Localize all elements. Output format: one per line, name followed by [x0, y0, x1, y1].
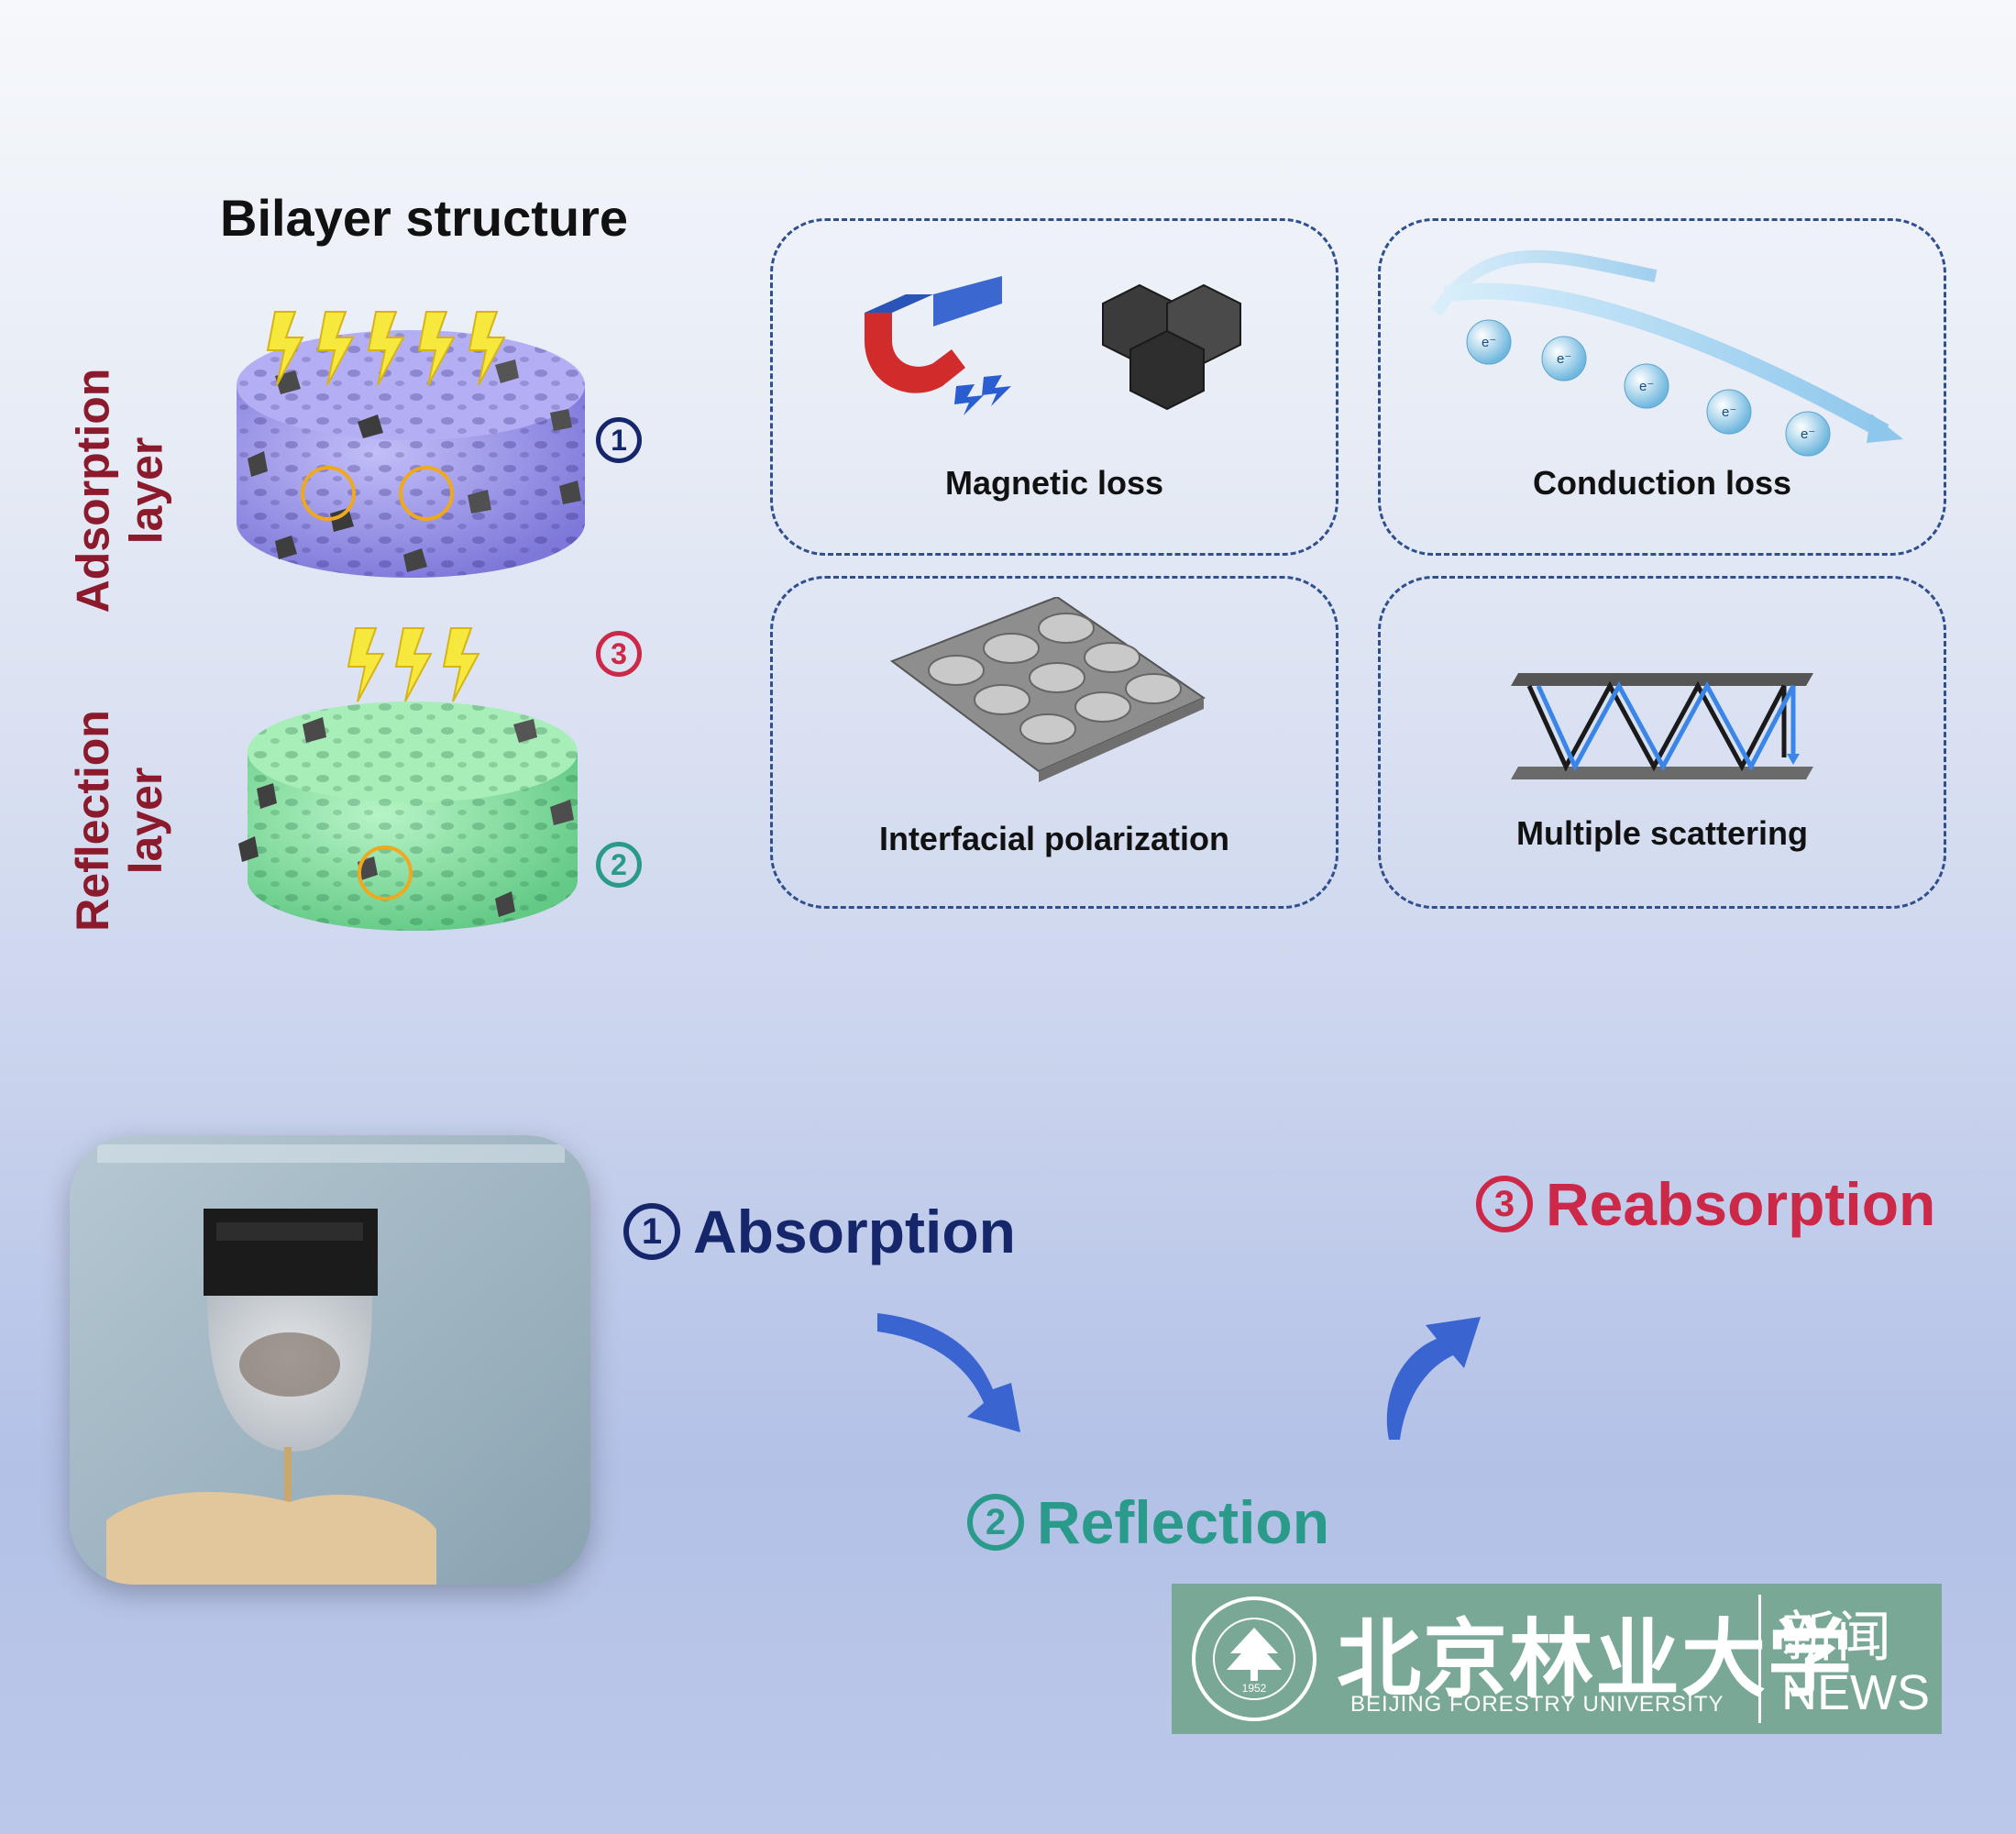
- flow-reabsorption-number: 3: [1476, 1176, 1533, 1232]
- sample-photo: [70, 1135, 590, 1585]
- panel-conduction-loss: e⁻ e⁻ e⁻ e⁻ e⁻ Conduction loss: [1378, 218, 1946, 556]
- magnetic-loss-label: Magnetic loss: [944, 464, 1164, 502]
- electron-conduction-icon: e⁻ e⁻ e⁻ e⁻ e⁻: [1430, 249, 1903, 457]
- flow-absorption-number: 1: [623, 1203, 680, 1260]
- adsorption-layer-label: Adsorption layer: [18, 353, 220, 628]
- flow-absorption-label: Absorption: [693, 1198, 1016, 1265]
- reflection-label-line2: layer: [120, 767, 172, 875]
- electron-path-arrow: [1443, 282, 1889, 439]
- university-seal-icon: 1952: [1192, 1596, 1316, 1721]
- arrow-absorption-to-reflection: [877, 1313, 1020, 1432]
- electron-label-1: e⁻: [1482, 335, 1496, 350]
- figure-title: Bilayer structure: [220, 189, 629, 247]
- university-news-logo: 1952 北京林业大学 BEIJING FORESTRY UNIVERSITY …: [1172, 1584, 1942, 1734]
- flow-reflection-label: Reflection: [1037, 1488, 1330, 1556]
- panel-multiple-scattering: Multiple scattering: [1378, 576, 1946, 909]
- flow-reflection: 2 Reflection: [967, 1487, 1329, 1557]
- magnet-and-particles-icon: [865, 276, 1241, 415]
- logo-divider: [1758, 1595, 1761, 1723]
- adsorption-label-line1: Adsorption: [67, 368, 119, 613]
- flow-reflection-number: 2: [967, 1494, 1024, 1551]
- bilayer-structure-illustration: [237, 311, 585, 931]
- reflection-layer-label: Reflection layer: [18, 683, 220, 958]
- adsorption-layer-cylinder: [237, 330, 585, 578]
- flow-absorption: 1 Absorption: [623, 1197, 1016, 1266]
- flow-reabsorption-label: Reabsorption: [1546, 1170, 1936, 1238]
- panel-interfacial-polarization: Interfacial polarization: [770, 576, 1338, 909]
- logo-english-name: BEIJING FORESTRY UNIVERSITY: [1350, 1692, 1724, 1717]
- porous-lattice-icon: [889, 597, 1206, 782]
- electron-label-4: e⁻: [1722, 404, 1736, 420]
- adsorption-label-line2: layer: [120, 436, 172, 545]
- adsorption-loop-icons: [301, 466, 454, 521]
- electron-label-2: e⁻: [1557, 351, 1571, 367]
- electron-label-5: e⁻: [1801, 426, 1815, 442]
- flow-reabsorption: 3 Reabsorption: [1476, 1169, 1935, 1239]
- logo-news-chinese: 新闻: [1781, 1606, 1891, 1670]
- reflection-loop-icon: [358, 845, 413, 900]
- logo-chinese-name: 北京林业大学: [1337, 1609, 1855, 1708]
- arrow-reflection-to-reabsorption: [1386, 1317, 1481, 1440]
- panel-magnetic-loss: Magnetic loss: [770, 218, 1338, 556]
- hand: [106, 1491, 436, 1585]
- marker-one: 1: [596, 417, 642, 463]
- marker-two: 2: [596, 842, 642, 888]
- reflection-layer-cylinder: [238, 702, 578, 931]
- magnet-icon: [865, 276, 1002, 393]
- electron-label-3: e⁻: [1639, 379, 1654, 394]
- reflection-label-line1: Reflection: [67, 710, 119, 932]
- logo-news-english: NEWS: [1781, 1665, 1930, 1720]
- incident-wave-bolts: [266, 311, 506, 386]
- scattering-plates-icon: [1511, 673, 1813, 779]
- absorption-foam-sample: [204, 1209, 378, 1296]
- conduction-loss-label: Conduction loss: [1533, 464, 1791, 502]
- multiple-scattering-label: Multiple scattering: [1515, 814, 1809, 852]
- interfacial-polarization-label: Interfacial polarization: [878, 820, 1230, 857]
- magnetic-particles-icon: [1102, 283, 1241, 411]
- transmitted-wave-bolts: [347, 627, 480, 702]
- svg-text:1952: 1952: [1242, 1682, 1267, 1695]
- marker-three: 3: [596, 631, 642, 677]
